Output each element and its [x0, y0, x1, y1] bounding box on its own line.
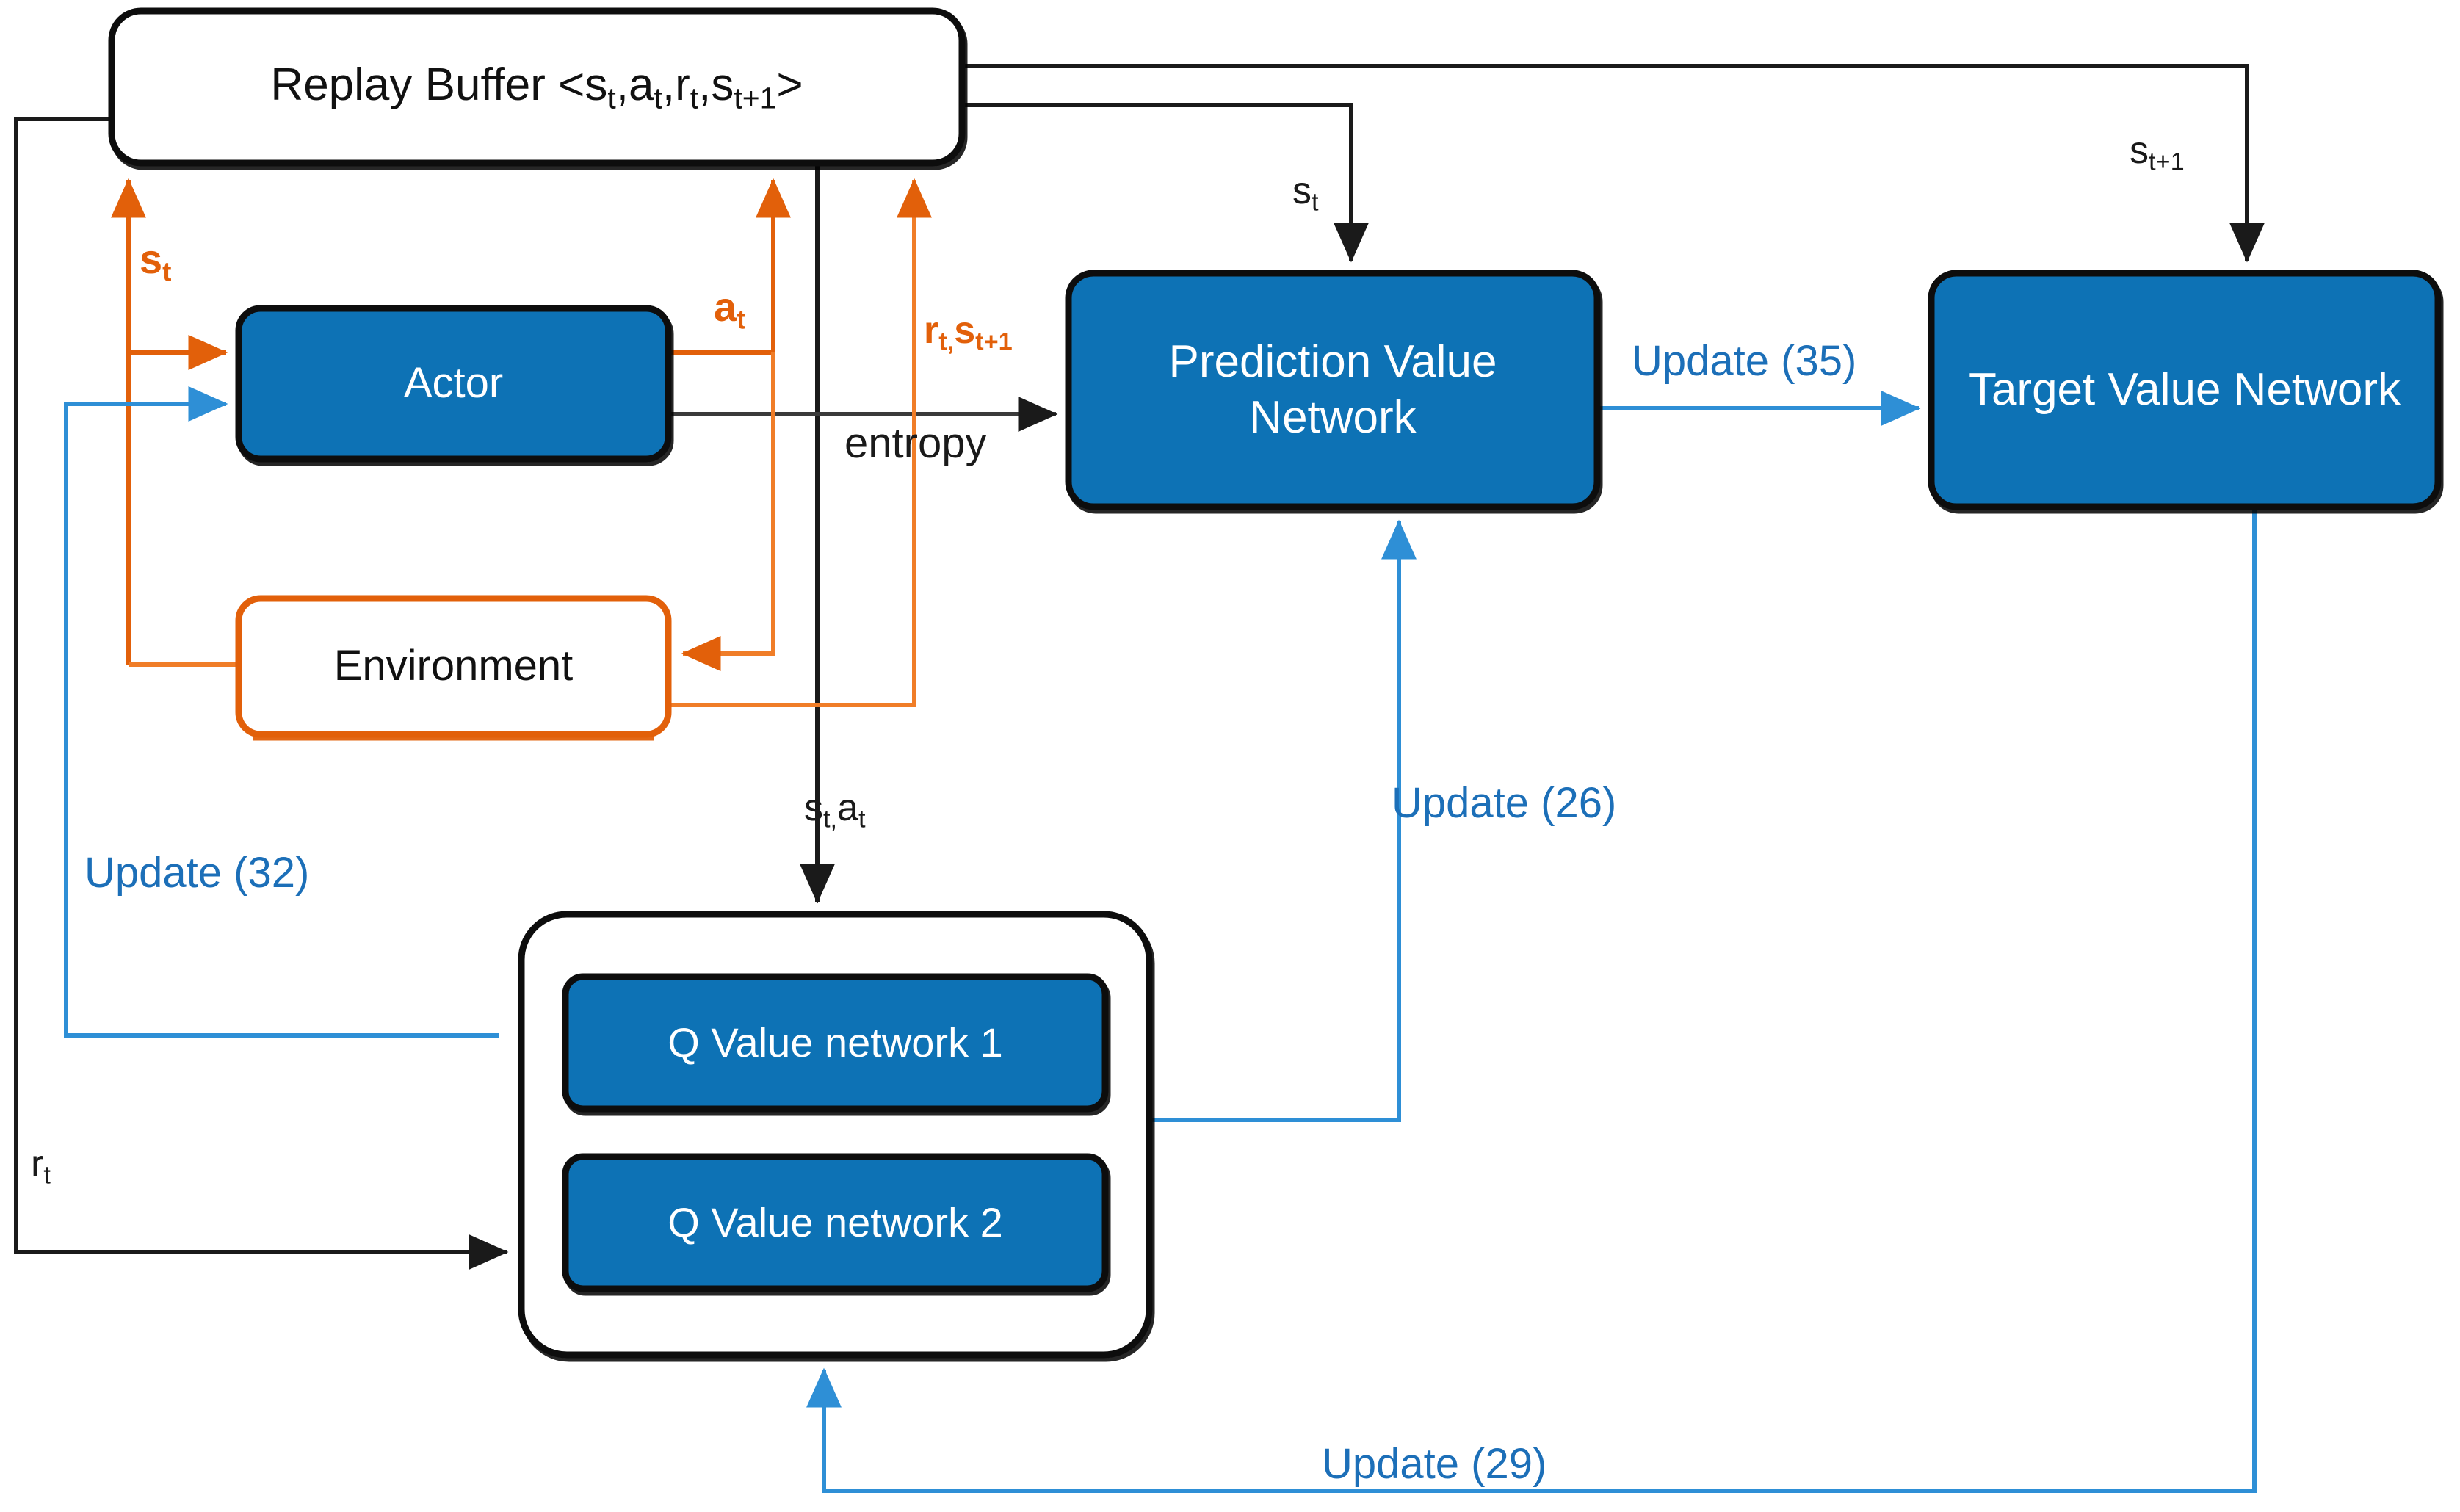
edge-action-to-environment	[681, 352, 775, 671]
edge-q-group-to-actor-update32	[64, 386, 499, 1038]
edge-actor-to-replay-action	[668, 178, 791, 355]
edge-target-to-q-group-update29	[806, 507, 2257, 1493]
edge-replay-to-target-value	[962, 64, 2265, 263]
node-replay-buffer[interactable]	[108, 7, 966, 167]
node-q-value-network-1[interactable]	[562, 973, 1109, 1113]
edge-environment-to-replay-state	[111, 178, 236, 667]
node-environment[interactable]	[235, 595, 672, 741]
edge-q-group-to-prediction-update26	[1149, 519, 1417, 1122]
node-actor[interactable]	[235, 305, 672, 463]
node-prediction-value-network[interactable]	[1065, 270, 1601, 510]
edge-replay-to-q-group-reward	[14, 117, 509, 1270]
node-target-value-network[interactable]	[1928, 270, 2442, 510]
node-q-value-network-2[interactable]	[562, 1153, 1109, 1292]
edge-environment-to-replay-reward-nextstate	[668, 178, 932, 707]
edge-replay-to-prediction-value	[962, 103, 1369, 263]
